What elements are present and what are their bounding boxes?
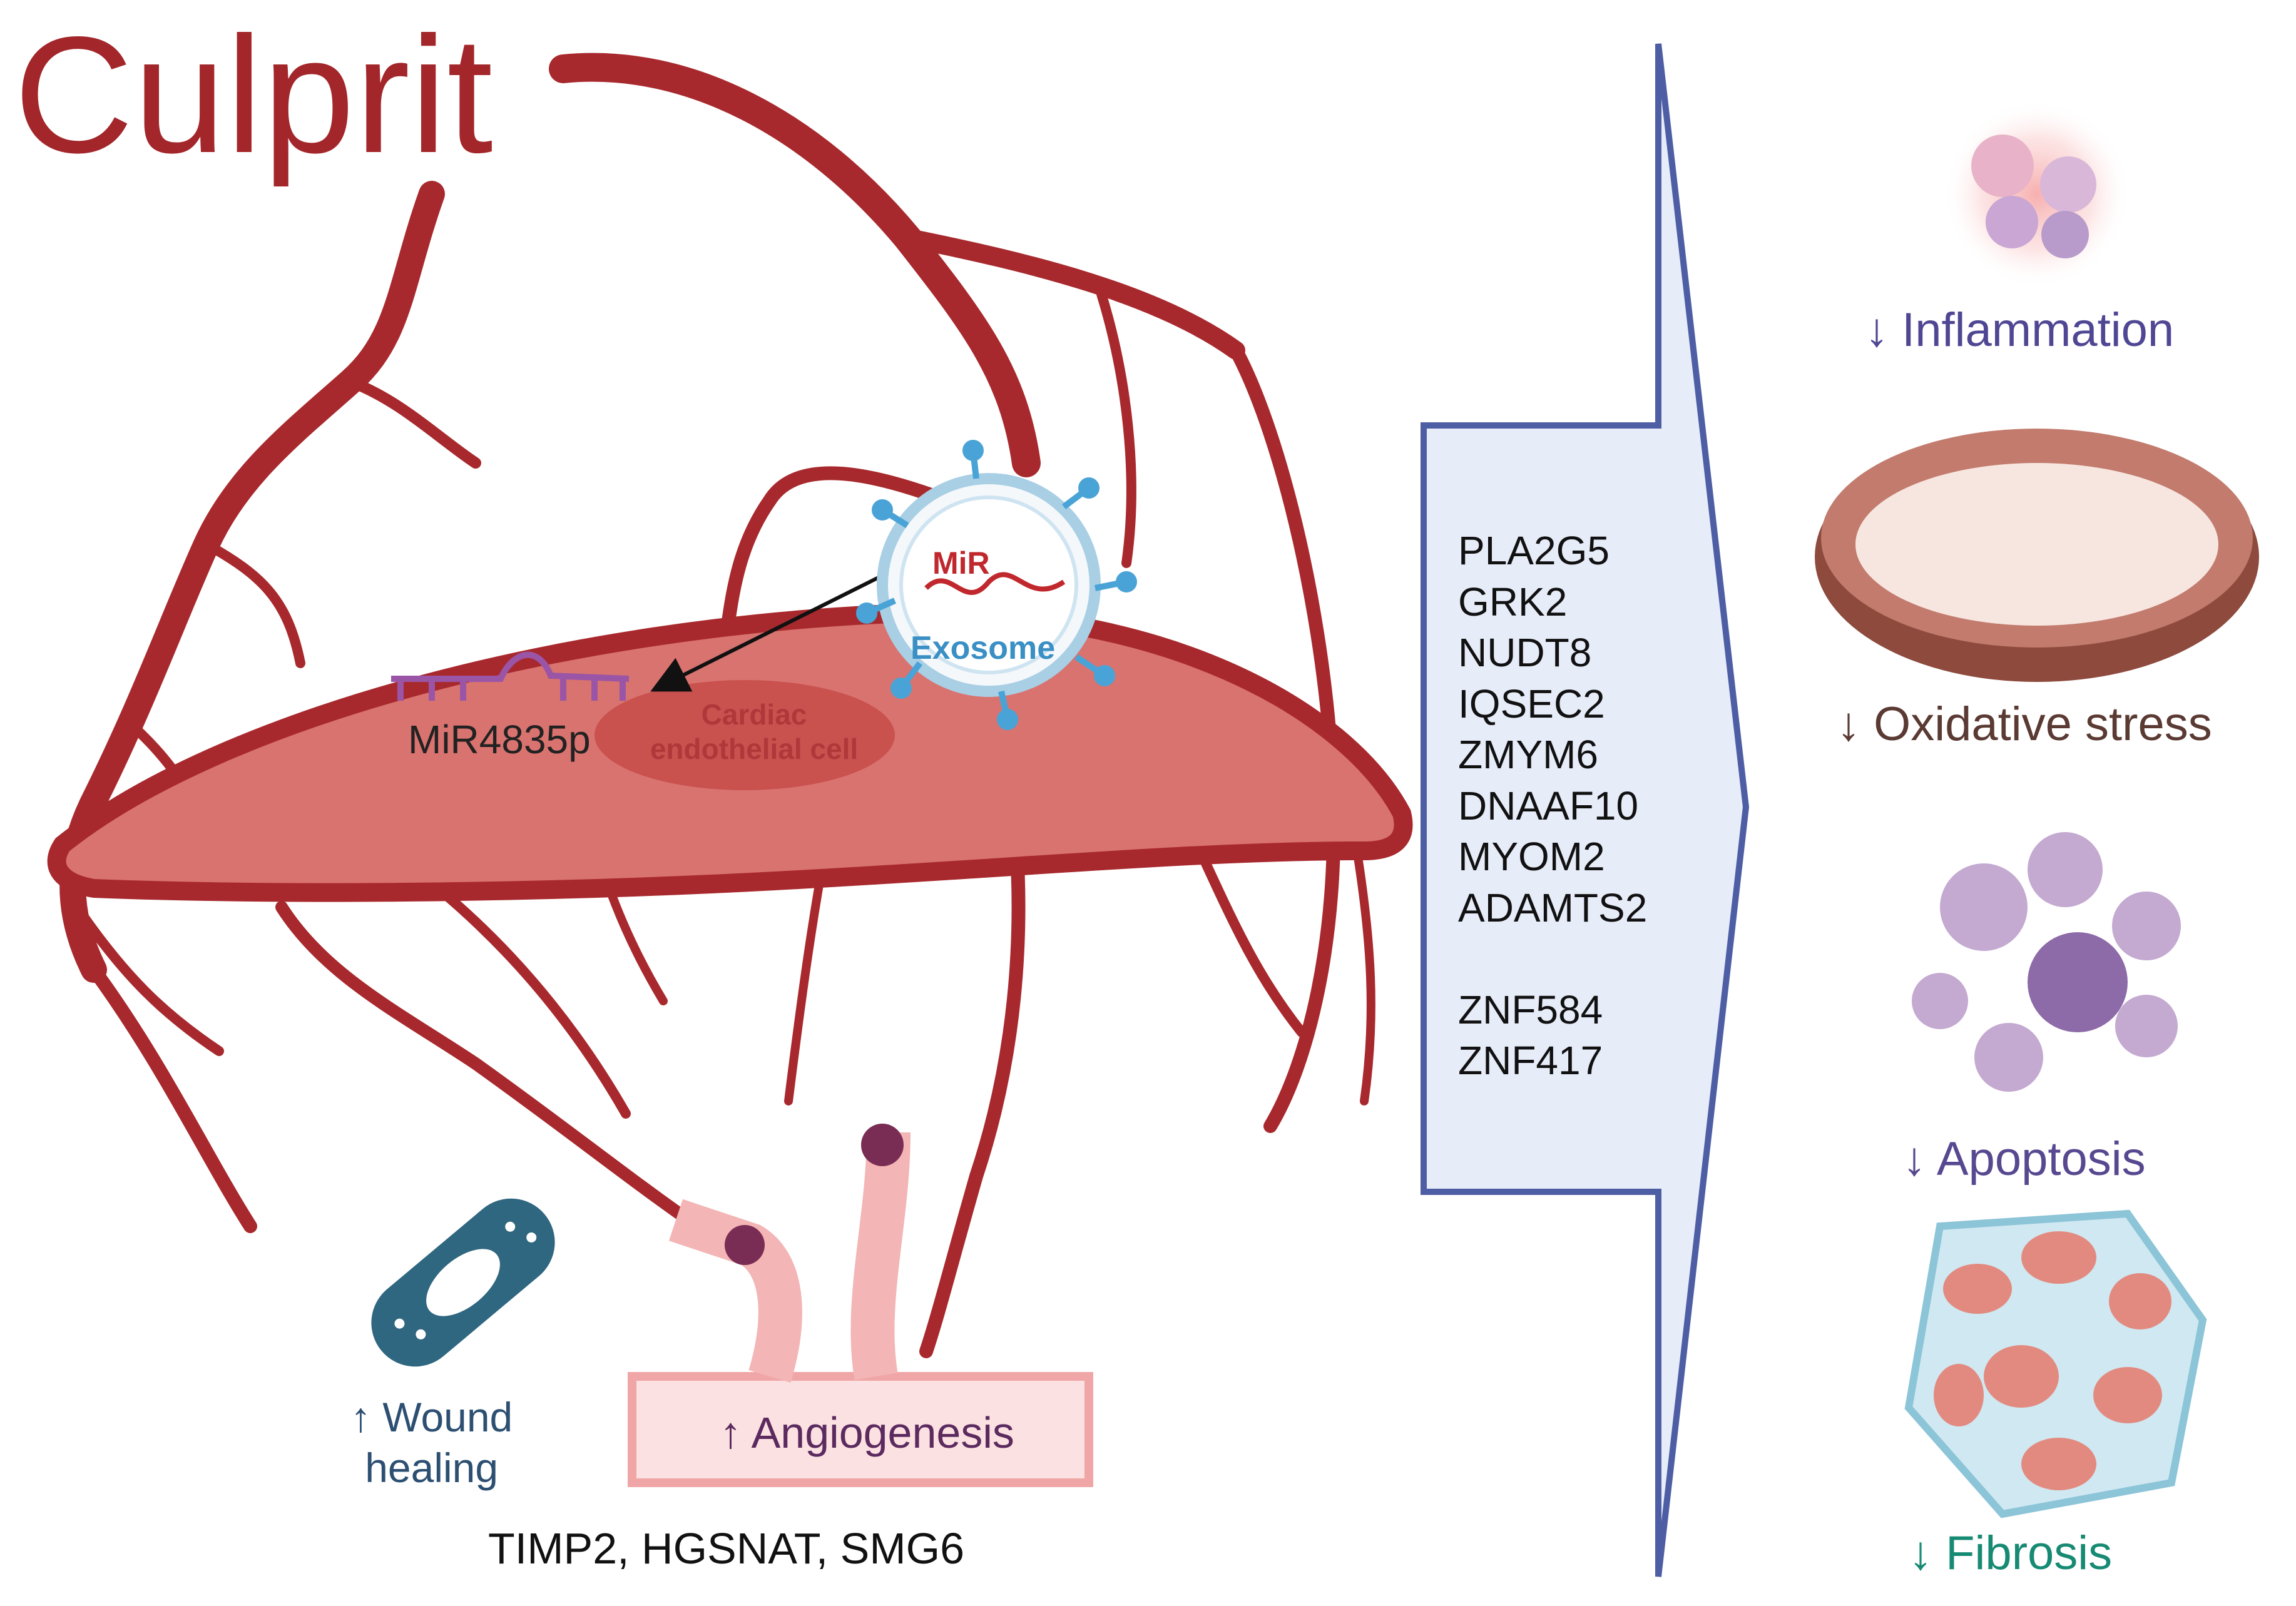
apoptosis-label: ↓ Apoptosis <box>1902 1132 2146 1186</box>
bandage-icon <box>371 1198 555 1367</box>
fibrosis-label: ↓ Fibrosis <box>1909 1527 2113 1580</box>
gene-item: DNAAF10 <box>1458 783 1639 828</box>
gene-item: ADAMTS2 <box>1458 885 1648 930</box>
gene-item: PLA2G5 <box>1458 528 1610 573</box>
blood-vessel-icon <box>59 53 1375 1358</box>
gene-item: NUDT8 <box>1458 630 1592 675</box>
exosome-label: Exosome <box>911 630 1056 666</box>
wound-label-line2: healing <box>365 1444 499 1491</box>
gene-item: MYOM2 <box>1458 834 1605 879</box>
target-gene-list: PLA2G5 GRK2 NUDT8 IQSEC2 ZMYM6 DNAAF10 M… <box>1458 526 1647 1087</box>
angiogenesis-icon <box>628 1124 1093 1487</box>
angiogenesis-label: ↑ Angiogenesis <box>720 1408 1014 1457</box>
mirna-binding-icon <box>391 651 630 701</box>
gene-item: ZMYM6 <box>1458 732 1598 777</box>
apoptotic-cell-icon <box>1912 832 2181 1092</box>
target-genes-arrow <box>1421 43 1750 1577</box>
mitochondrion-icon <box>1815 429 2259 682</box>
oxidative-stress-label: ↓ Oxidative stress <box>1837 698 2212 751</box>
cell-label: Cardiac endothelial cell <box>650 698 859 766</box>
diagram-title: Culprit <box>14 3 493 188</box>
mir-label: MiR <box>932 546 990 581</box>
fibrotic-tissue-icon <box>1904 1209 2207 1518</box>
immune-cells-icon <box>1943 100 2131 288</box>
gene-item: IQSEC2 <box>1458 681 1605 726</box>
left-genes-label: TIMP2, HGSNAT, SMG6 <box>488 1524 965 1573</box>
endothelial-tip-cell-icon <box>725 1124 904 1265</box>
gene-list-spacer <box>1458 933 1647 985</box>
mirna-label: MiR4835p <box>408 717 591 762</box>
gene-item: ZNF584 <box>1458 987 1603 1032</box>
wound-label-line1: ↑ Wound <box>350 1394 513 1440</box>
exosome-icon <box>856 440 1137 730</box>
inflammation-label: ↓ Inflammation <box>1865 303 2175 357</box>
exosome-to-cell-arrow <box>650 574 884 692</box>
gene-item: GRK2 <box>1458 579 1568 624</box>
gene-item: ZNF417 <box>1458 1038 1603 1083</box>
endothelial-cell-body <box>47 603 1413 902</box>
wound-healing-label: ↑ Wound healing <box>350 1392 513 1493</box>
